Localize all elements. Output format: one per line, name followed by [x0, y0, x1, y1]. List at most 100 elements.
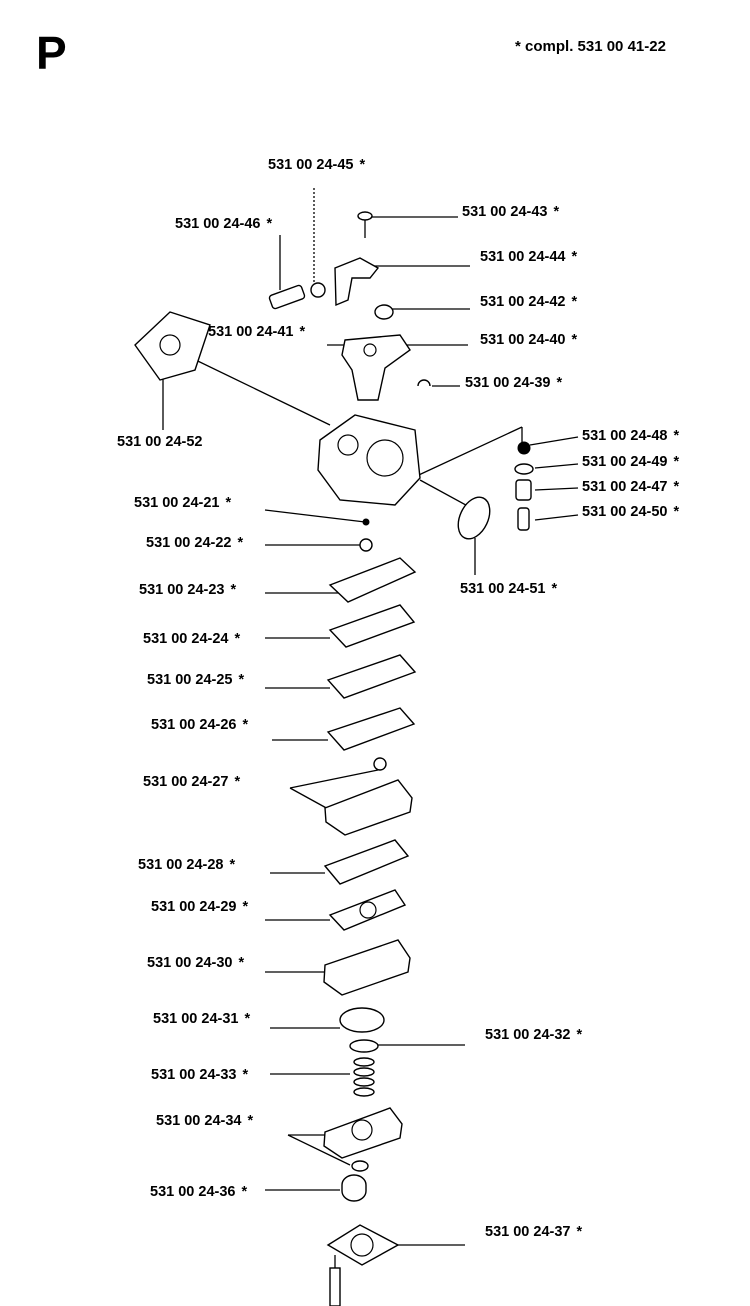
- part-label-34: 531 00 24-34*: [156, 1114, 253, 1129]
- star-mark: *: [571, 294, 578, 310]
- part-label-50: 531 00 24-50 *: [582, 505, 679, 520]
- part-number: 531 00 24-23: [139, 582, 225, 598]
- part-bulb-36: [341, 1174, 367, 1202]
- part-number: 531 00 24-51: [460, 581, 546, 597]
- star-mark: *: [244, 1011, 251, 1027]
- part-label-27: 531 00 24-27 *: [143, 775, 240, 790]
- star-mark: *: [673, 479, 680, 495]
- part-number: 531 00 24-41: [208, 324, 294, 340]
- star-mark: *: [242, 717, 249, 733]
- part-number: 531 00 24-32: [485, 1027, 571, 1043]
- part-number: 531 00 24-43: [462, 204, 548, 220]
- star-mark: *: [673, 504, 680, 520]
- star-mark: *: [242, 899, 249, 915]
- part-label-28: 531 00 24-28 *: [138, 858, 235, 873]
- star-mark: *: [359, 157, 366, 173]
- part-number: 531 00 24-22: [146, 535, 232, 551]
- part-label-37: 531 00 24-37*: [485, 1225, 582, 1240]
- part-label-29: 531 00 24-29 *: [151, 900, 248, 915]
- part-number: 531 00 24-30: [147, 955, 233, 971]
- part-number: 531 00 24-40: [480, 332, 566, 348]
- part-label-41: 531 00 24-41 *: [208, 325, 305, 340]
- part-label-22: 531 00 24-22*: [146, 536, 243, 551]
- part-knob-42: [374, 304, 394, 320]
- part-label-42: 531 00 24-42 *: [480, 295, 577, 310]
- star-mark: *: [673, 428, 680, 444]
- part-number: 531 00 24-45: [268, 157, 354, 173]
- part-screw-43: [357, 211, 373, 238]
- part-needle-21-22: [359, 518, 373, 552]
- star-mark: *: [576, 1027, 583, 1043]
- part-label-26: 531 00 24-26 *: [151, 718, 248, 733]
- part-label-40: 531 00 24-40 *: [480, 333, 577, 348]
- part-gasket-52: [134, 311, 211, 381]
- part-plate-24: [328, 604, 416, 648]
- part-label-48: 531 00 24-48 *: [582, 429, 679, 444]
- part-number: 531 00 24-21: [134, 495, 220, 511]
- star-mark: *: [266, 216, 273, 232]
- part-number: 531 00 24-52: [117, 434, 203, 450]
- part-gasket-26: [326, 707, 416, 751]
- part-carburetor-body: [317, 414, 421, 506]
- part-number: 531 00 24-31: [153, 1011, 239, 1027]
- star-mark: *: [234, 631, 241, 647]
- part-label-44: 531 00 24-44 *: [480, 250, 577, 265]
- star-mark: *: [241, 1184, 248, 1200]
- part-number: 531 00 24-44: [480, 249, 566, 265]
- part-label-24: 531 00 24-24 *: [143, 632, 240, 647]
- part-lever-41: [341, 334, 411, 401]
- part-ring-51: [457, 496, 491, 540]
- star-mark: *: [551, 581, 558, 597]
- part-number: 531 00 24-49: [582, 454, 668, 470]
- part-number: 531 00 24-24: [143, 631, 229, 647]
- part-screw-bottom: [329, 1267, 341, 1306]
- part-number: 531 00 24-42: [480, 294, 566, 310]
- leader-lines: [162, 188, 579, 1306]
- part-small-48-50: [514, 441, 534, 531]
- part-label-36: 531 00 24-36*: [150, 1185, 247, 1200]
- part-gasket-25: [326, 654, 417, 699]
- part-screw-46: [268, 282, 326, 310]
- star-mark: *: [571, 249, 578, 265]
- star-mark: *: [238, 672, 245, 688]
- part-ring-32: [349, 1039, 379, 1053]
- part-label-47: 531 00 24-47 *: [582, 480, 679, 495]
- part-label-39: 531 00 24-39 *: [465, 376, 562, 391]
- part-label-32: 531 00 24-32 *: [485, 1028, 582, 1043]
- part-gasket-28: [323, 839, 410, 885]
- part-number: 531 00 24-29: [151, 899, 237, 915]
- part-number: 531 00 24-48: [582, 428, 668, 444]
- part-number: 531 00 24-26: [151, 717, 237, 733]
- part-label-33: 531 00 24-33*: [151, 1068, 248, 1083]
- part-gasket-37: [326, 1224, 400, 1266]
- star-mark: *: [556, 375, 563, 391]
- star-mark: *: [234, 774, 241, 790]
- part-gasket-23: [328, 557, 417, 603]
- star-mark: *: [225, 495, 232, 511]
- star-mark: *: [571, 332, 578, 348]
- part-label-46: 531 00 24-46 *: [175, 217, 272, 232]
- complete-assembly-note: * compl. 531 00 41-22: [515, 38, 666, 55]
- star-mark: *: [247, 1113, 254, 1129]
- part-number: 531 00 24-39: [465, 375, 551, 391]
- part-cover-30: [323, 939, 411, 996]
- part-label-23: 531 00 24-23*: [139, 583, 236, 598]
- star-mark: *: [576, 1224, 583, 1240]
- part-number: 531 00 24-27: [143, 774, 229, 790]
- part-diaphragm-31: [339, 1007, 385, 1033]
- part-label-49: 531 00 24-49*: [582, 455, 679, 470]
- star-mark: *: [242, 1067, 249, 1083]
- part-number: 531 00 24-50: [582, 504, 668, 520]
- part-label-25: 531 00 24-25 *: [147, 673, 244, 688]
- part-label-43: 531 00 24-43*: [462, 205, 559, 220]
- star-mark: *: [299, 324, 306, 340]
- part-number: 531 00 24-28: [138, 857, 224, 873]
- part-label-51: 531 00 24-51 *: [460, 582, 557, 597]
- part-number: 531 00 24-25: [147, 672, 233, 688]
- part-label-45: 531 00 24-45 *: [268, 158, 365, 173]
- part-clip-39: [417, 379, 431, 387]
- part-number: 531 00 24-47: [582, 479, 668, 495]
- part-bracket-44: [334, 257, 380, 307]
- part-number: 531 00 24-46: [175, 216, 261, 232]
- star-mark: *: [229, 857, 236, 873]
